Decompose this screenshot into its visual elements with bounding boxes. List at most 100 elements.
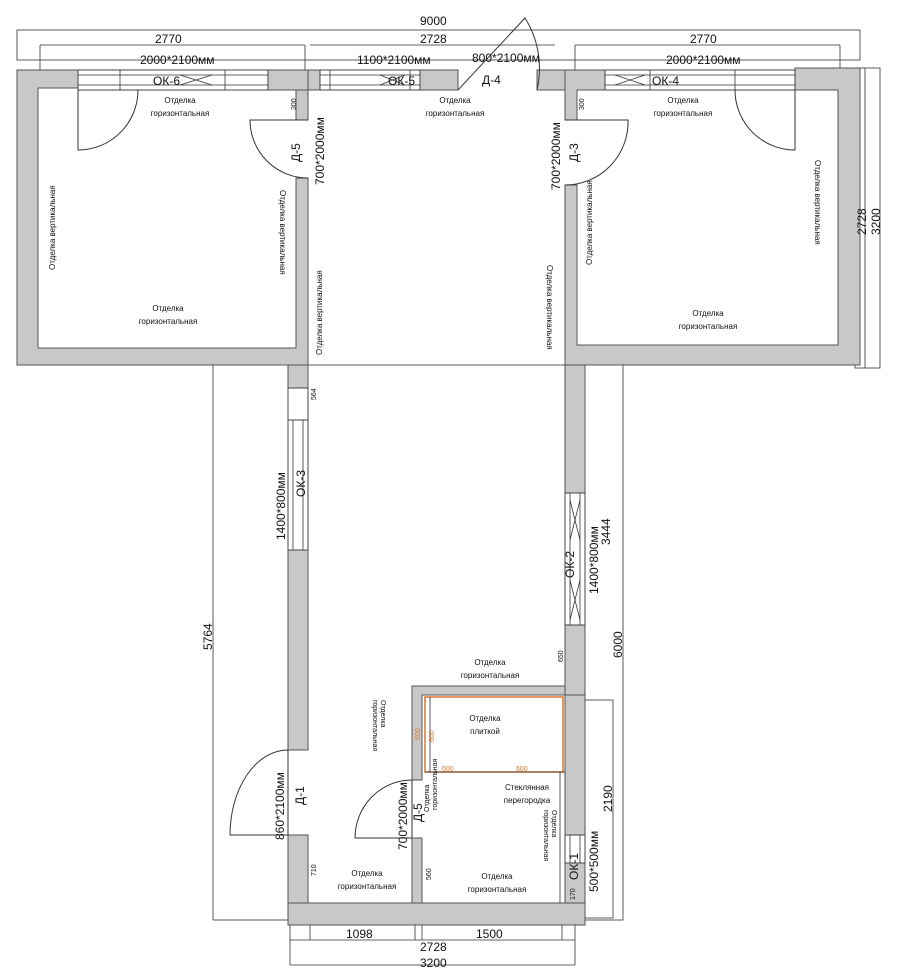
svg-text:Д-3: Д-3 (567, 143, 581, 162)
dim-bath: 2190 (601, 785, 615, 812)
door-d5-bottom[interactable] (354, 779, 413, 839)
svg-text:2000*2100мм: 2000*2100мм (140, 53, 215, 67)
svg-text:перегородка: перегородка (504, 796, 551, 805)
dim-right-inner: 2728 (855, 208, 869, 235)
svg-text:Д-1: Д-1 (293, 786, 307, 805)
svg-text:горизонтальная: горизонтальная (654, 109, 713, 118)
dim-bottom-right: 1500 (476, 927, 503, 941)
dim-left-inner: 2728 (420, 32, 447, 46)
svg-text:ОК-1: ОК-1 (567, 853, 581, 880)
svg-text:600: 600 (442, 766, 454, 773)
door-swing-left-room[interactable] (77, 89, 139, 151)
dim-bottom-left: 1098 (346, 927, 373, 941)
window-ok6[interactable] (77, 69, 269, 91)
svg-text:Отделка: Отделка (692, 309, 724, 318)
svg-text:Д-5: Д-5 (289, 143, 303, 162)
svg-text:700*2000мм: 700*2000мм (396, 782, 410, 850)
svg-text:горизонтальная: горизонтальная (461, 671, 520, 680)
dim-left-room: 2770 (155, 32, 182, 46)
svg-text:Отделка: Отделка (550, 810, 557, 837)
svg-text:800*2100мм: 800*2100мм (472, 51, 540, 65)
dimension-lines (16, 29, 881, 966)
svg-text:Отделка: Отделка (481, 872, 513, 881)
svg-text:600: 600 (429, 730, 436, 742)
svg-text:Отделка вертикальная: Отделка вертикальная (545, 265, 554, 350)
svg-text:Отделка: Отделка (379, 700, 386, 727)
svg-text:Отделка: Отделка (439, 96, 471, 105)
svg-text:650: 650 (558, 650, 565, 662)
svg-text:170: 170 (570, 888, 577, 900)
dim-bottom-inner: 2728 (420, 940, 447, 954)
svg-text:560: 560 (426, 868, 433, 880)
svg-text:Отделка вертикальная: Отделка вертикальная (813, 160, 822, 245)
window-ok1[interactable] (564, 834, 586, 864)
svg-text:горизонтальная: горизонтальная (542, 810, 549, 861)
dim-right-height: 3200 (869, 208, 883, 235)
door-d5-top[interactable] (249, 119, 309, 179)
svg-text:500*500мм: 500*500мм (587, 831, 601, 892)
svg-text:Отделка вертикальная: Отделка вертикальная (315, 270, 324, 355)
svg-text:710: 710 (311, 864, 318, 876)
svg-text:600: 600 (415, 728, 422, 740)
dim-right-room: 2770 (690, 32, 717, 46)
svg-text:горизонтальная: горизонтальная (139, 317, 198, 326)
svg-text:Отделка вертикальная: Отделка вертикальная (278, 190, 287, 275)
svg-text:Стеклянная: Стеклянная (505, 783, 549, 792)
walls (16, 67, 861, 926)
svg-text:300: 300 (579, 98, 586, 110)
svg-text:2000*2100мм: 2000*2100мм (666, 53, 741, 67)
svg-text:горизонтальная: горизонтальная (432, 759, 439, 810)
dimension-labels: 9000 2770 2728 2770 2728 3200 5764 3444 … (155, 14, 883, 970)
right-room-outer (564, 67, 861, 366)
window-ok3[interactable] (287, 387, 309, 551)
svg-text:ОК-6: ОК-6 (153, 74, 180, 88)
door-d4[interactable] (457, 17, 540, 91)
opening-labels: 2000*2100мм ОК-6 1100*2100мм ОК-5 800*21… (140, 51, 741, 892)
svg-text:Отделка: Отделка (667, 96, 699, 105)
svg-text:плиткой: плиткой (470, 727, 500, 736)
svg-text:Д-4: Д-4 (482, 73, 501, 87)
svg-text:Отделка: Отделка (424, 785, 431, 812)
finish-notes: Отделка горизонтальная Отделка горизонта… (48, 96, 822, 894)
svg-text:Отделка: Отделка (469, 714, 501, 723)
right-room-walls (564, 69, 606, 121)
svg-text:Отделка: Отделка (152, 304, 184, 313)
svg-text:горизонтальная: горизонтальная (468, 885, 527, 894)
dim-overall: 9000 (420, 14, 447, 28)
svg-text:600: 600 (516, 766, 528, 773)
svg-text:564: 564 (311, 388, 318, 400)
svg-text:горизонтальная: горизонтальная (151, 109, 210, 118)
door-d3[interactable] (564, 119, 629, 186)
svg-text:1100*2100мм: 1100*2100мм (357, 53, 431, 67)
door-swing-right-room[interactable] (734, 89, 796, 151)
dim-6000: 6000 (611, 631, 625, 658)
window-ok2[interactable] (564, 492, 586, 626)
svg-text:горизонтальная: горизонтальная (426, 109, 485, 118)
svg-text:Д-5: Д-5 (411, 803, 425, 822)
svg-text:860*2100мм: 860*2100мм (273, 772, 287, 840)
svg-text:горизонтальная: горизонтальная (679, 322, 738, 331)
window-ok4[interactable] (604, 69, 796, 91)
svg-text:1400*800мм: 1400*800мм (274, 472, 288, 540)
svg-text:Отделка: Отделка (474, 658, 506, 667)
svg-text:ОК-2: ОК-2 (563, 551, 577, 578)
dim-3444: 3444 (599, 518, 613, 545)
windows (77, 69, 796, 864)
svg-text:Отделка: Отделка (164, 96, 196, 105)
svg-text:ОК-5: ОК-5 (388, 74, 415, 88)
svg-text:300: 300 (291, 98, 298, 110)
window-ok5[interactable] (319, 69, 421, 91)
svg-text:Отделка вертикальная: Отделка вертикальная (48, 185, 57, 270)
svg-text:700*2000мм: 700*2000мм (549, 122, 563, 190)
svg-text:ОК-4: ОК-4 (652, 74, 679, 88)
dim-bottom-total: 3200 (420, 956, 447, 970)
doors (77, 17, 796, 839)
svg-text:ОК-3: ОК-3 (294, 470, 308, 497)
svg-text:горизонтальная: горизонтальная (338, 882, 397, 891)
dim-corridor: 5764 (201, 623, 215, 650)
svg-text:Отделка: Отделка (351, 869, 383, 878)
door-d1[interactable] (229, 749, 289, 836)
svg-text:горизонтальная: горизонтальная (371, 700, 378, 751)
svg-text:Отделка вертикальная: Отделка вертикальная (585, 180, 594, 265)
